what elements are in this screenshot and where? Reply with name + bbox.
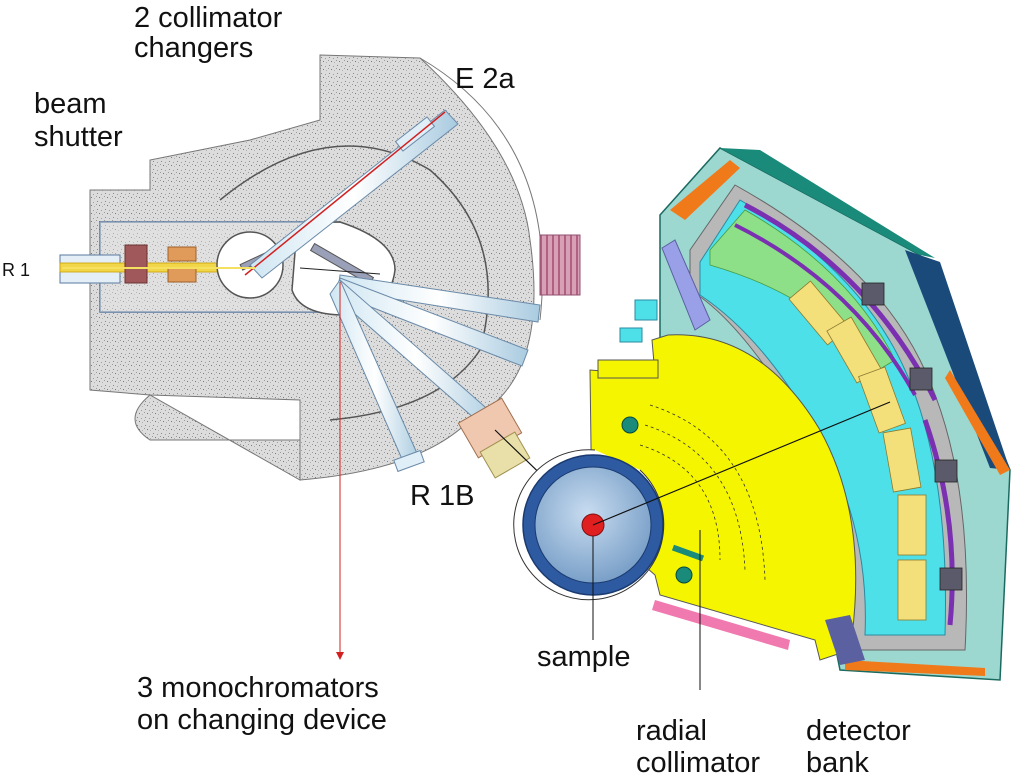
- beam-line-inner: [299, 267, 381, 275]
- detector-bank: [589, 147, 1011, 681]
- label-port-e2a: E 2a: [455, 63, 516, 95]
- label-radial-line1: radial: [636, 715, 707, 747]
- pointer-arrowhead: [336, 652, 344, 660]
- label-port-r1: R 1: [2, 260, 30, 280]
- shutter-block: [124, 244, 197, 284]
- label-mono-line2: on changing device: [137, 704, 387, 736]
- pink-shielding-block: [539, 234, 581, 296]
- label-beam-line2: shutter: [34, 121, 123, 153]
- label-sample: sample: [537, 641, 631, 673]
- label-collimator-line2: changers: [134, 32, 253, 64]
- beam-line-e2a: [244, 111, 446, 276]
- r1b-output: [457, 397, 531, 479]
- label-detector-line2: bank: [806, 747, 869, 776]
- label-port-r1b: R 1B: [410, 480, 474, 512]
- label-radial-line2: collimator: [636, 747, 760, 776]
- label-collimator-line1: 2 collimator: [134, 2, 283, 34]
- label-beam-line1: beam: [34, 88, 107, 120]
- scattered-beam-line: [592, 401, 891, 526]
- beam-channels: [249, 109, 541, 473]
- sample-disc: [513, 449, 665, 601]
- label-detector-line1: detector: [806, 715, 911, 747]
- label-mono-line1: 3 monochromators: [137, 672, 379, 704]
